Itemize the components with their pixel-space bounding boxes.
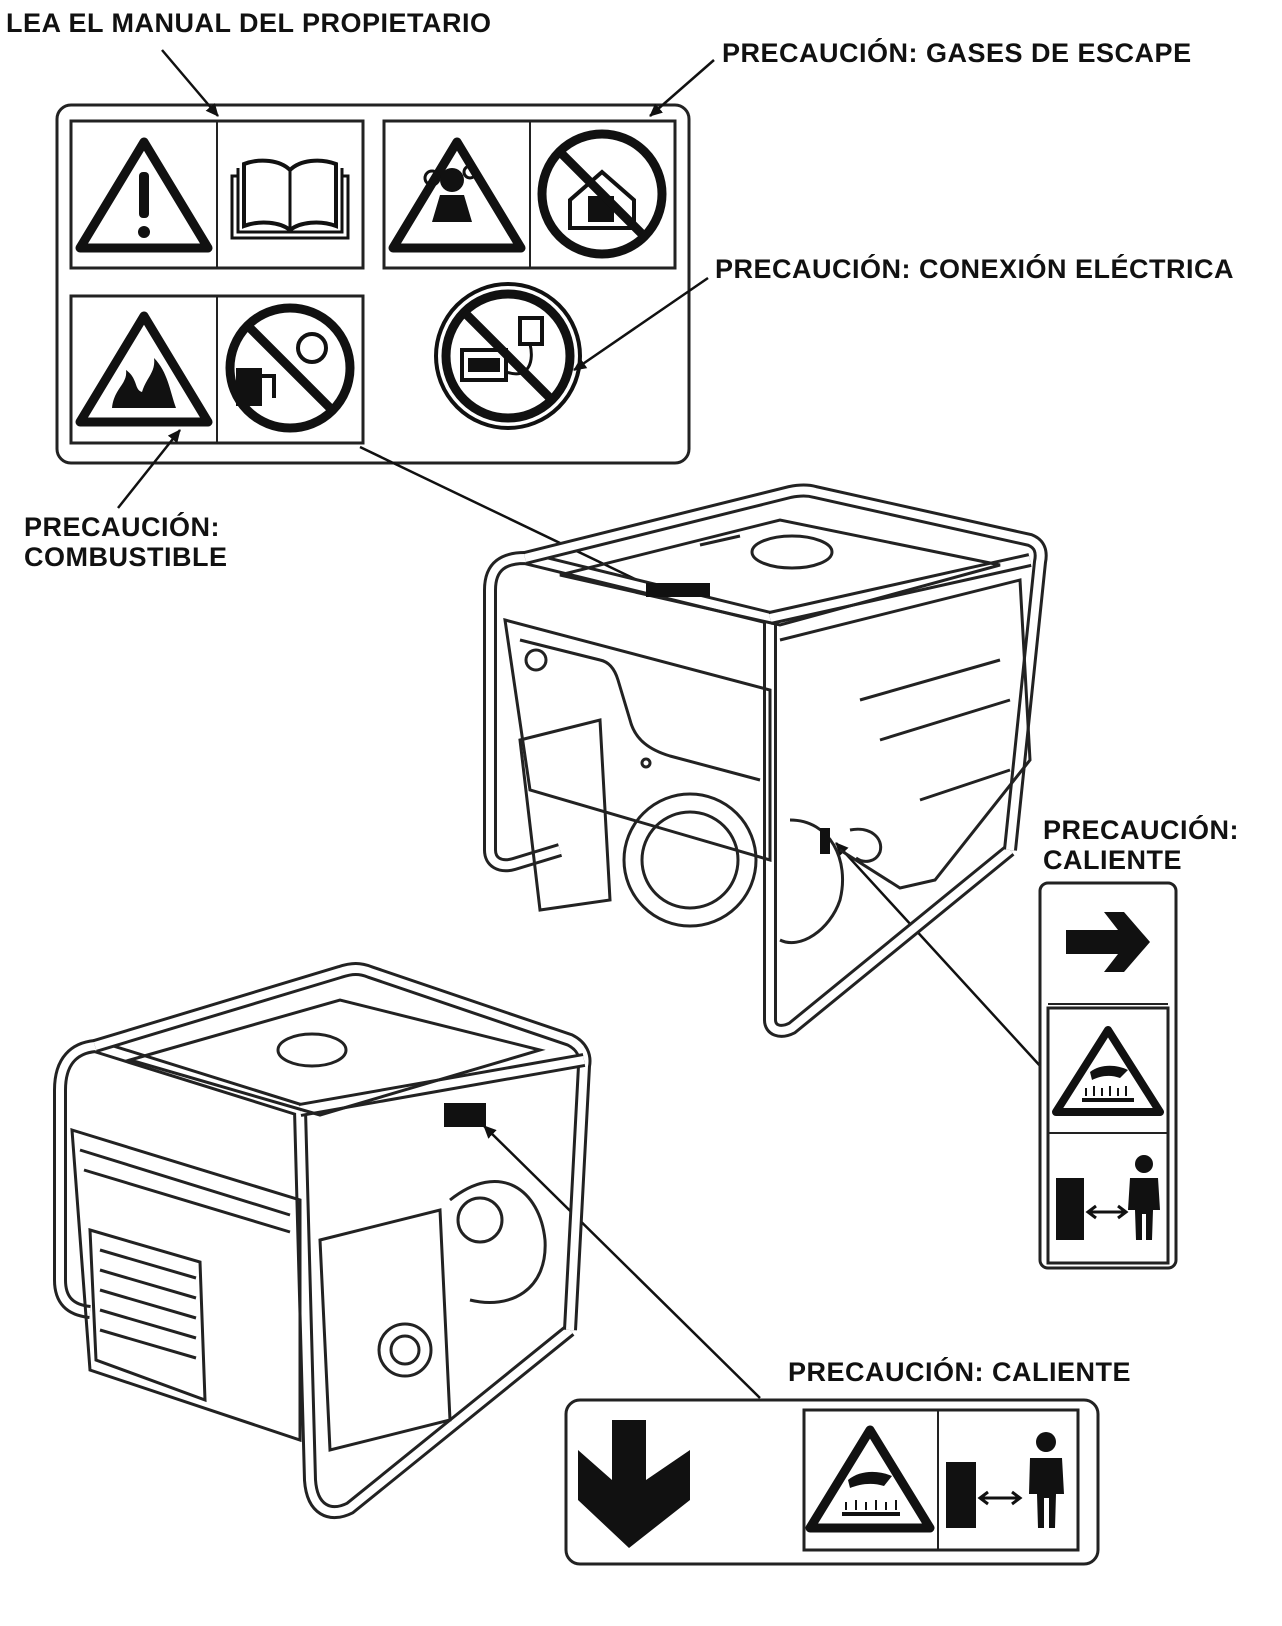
fire-warning-icon	[75, 311, 213, 427]
hot-side-caution-line2: CALIENTE	[1043, 845, 1182, 875]
exhaust-warning-icon	[388, 137, 526, 253]
arrow-down-icon	[578, 1420, 690, 1548]
generator-upper	[483, 483, 1048, 1038]
arrow-right-icon	[1066, 912, 1150, 972]
fuel-caution-line1: PRECAUCIÓN:	[24, 512, 221, 542]
fuel-caution-label: PRECAUCIÓN: COMBUSTIBLE	[24, 512, 228, 572]
electrical-caution-label: PRECAUCIÓN: CONEXIÓN ELÉCTRICA	[715, 254, 1235, 284]
manual-book-icon	[230, 158, 350, 240]
fuel-caution-line2: COMBUSTIBLE	[24, 542, 228, 572]
exhaust-caution-label: PRECAUCIÓN: GASES DE ESCAPE	[722, 38, 1192, 68]
keep-distance-icon	[946, 1432, 1064, 1528]
hot-bottom-caution-label: PRECAUCIÓN: CALIENTE	[788, 1357, 1132, 1387]
no-backfeed-icon	[434, 282, 582, 430]
no-indoor-use-icon	[537, 129, 667, 259]
no-refuel-hot-icon	[225, 303, 355, 433]
warning-triangle-icon	[75, 137, 213, 253]
keep-distance-icon	[1056, 1155, 1160, 1240]
read-manual-label: LEA EL MANUAL DEL PROPIETARIO	[6, 8, 492, 38]
generator-lower	[53, 962, 592, 1519]
hot-side-caution-line1: PRECAUCIÓN:	[1043, 815, 1240, 845]
leader-lines	[117, 49, 1043, 1399]
hot-surface-icon	[1052, 1026, 1164, 1116]
hot-surface-icon	[805, 1425, 935, 1533]
hot-side-caution-label: PRECAUCIÓN: CALIENTE	[1043, 815, 1239, 875]
